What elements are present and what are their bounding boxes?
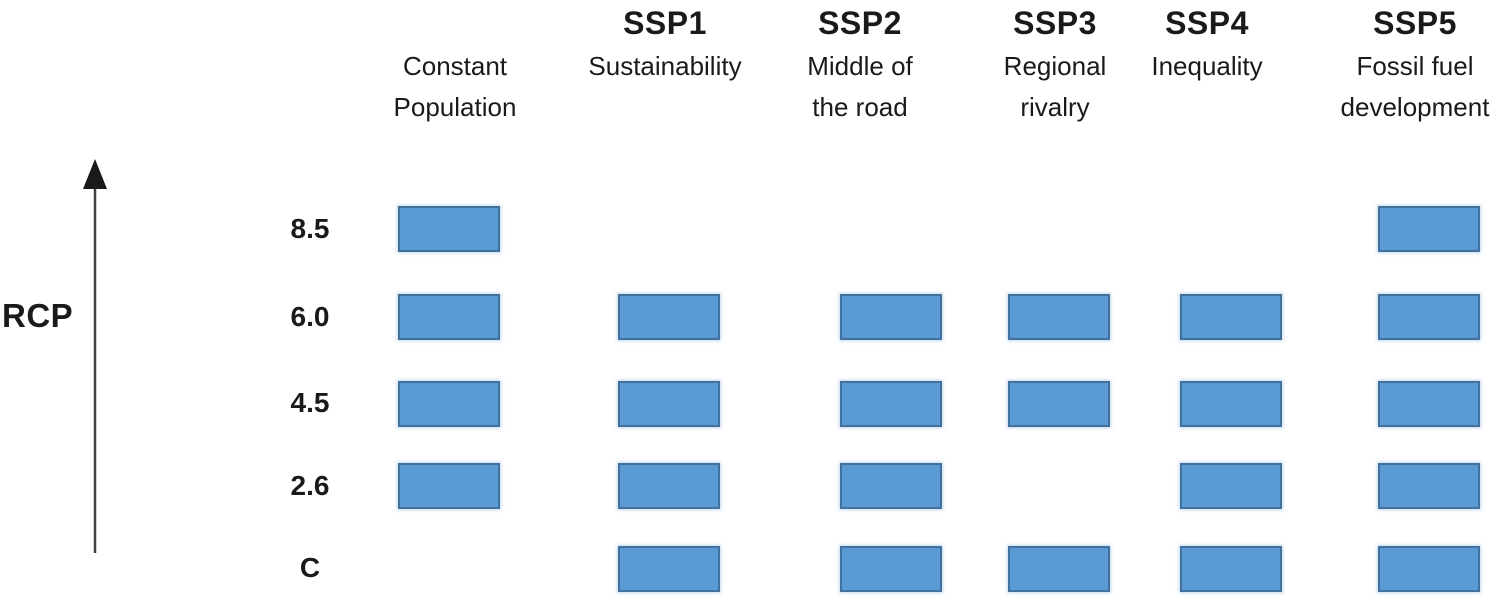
cell-ssp3-rcp-c: [1008, 546, 1110, 592]
column-subtitle-ssp3-line1: Regional: [1003, 51, 1107, 81]
rcp-axis-label: RCP: [2, 297, 74, 334]
rcp-level-label-c: C: [299, 552, 321, 583]
column-subtitle-ssp2-line2: the road: [812, 92, 908, 122]
cell-ssp2-rcp-6-0: [840, 294, 942, 340]
column-subtitle-constant-population-line2: Population: [393, 92, 517, 122]
rcp-up-arrow-icon: [83, 159, 107, 553]
column-subtitle-ssp5-line2: development: [1340, 92, 1490, 122]
cell-ssp4-rcp-c: [1180, 546, 1282, 592]
rcp-level-label-2-6: 2.6: [290, 470, 330, 501]
column-title-ssp1: SSP1: [623, 5, 707, 41]
cell-ssp5-rcp-6-0: [1378, 294, 1480, 340]
cell-ssp1-rcp-6-0: [618, 294, 720, 340]
cell-ssp1-rcp-2-6: [618, 463, 720, 509]
cell-ssp4-rcp-6-0: [1180, 294, 1282, 340]
cell-ssp5-rcp-4-5: [1378, 381, 1480, 427]
cell-ssp3-rcp-4-5: [1008, 381, 1110, 427]
cell-ssp5-rcp-8-5: [1378, 206, 1480, 252]
cell-ssp5-rcp-2-6: [1378, 463, 1480, 509]
cell-constant-population-rcp-4-5: [398, 381, 500, 427]
cell-ssp2-rcp-c: [840, 546, 942, 592]
column-subtitle-constant-population-line1: Constant: [402, 51, 508, 81]
rcp-level-label-6-0: 6.0: [290, 301, 330, 332]
cell-ssp5-rcp-c: [1378, 546, 1480, 592]
cell-constant-population-rcp-2-6: [398, 463, 500, 509]
rcp-level-label-4-5: 4.5: [290, 387, 330, 418]
cell-ssp4-rcp-4-5: [1180, 381, 1282, 427]
rcp-level-label-8-5: 8.5: [290, 213, 330, 244]
column-subtitle-ssp4-line1: Inequality: [1151, 51, 1263, 81]
cell-ssp4-rcp-2-6: [1180, 463, 1282, 509]
column-subtitle-ssp5-line1: Fossil fuel: [1356, 51, 1474, 81]
column-title-ssp4: SSP4: [1165, 5, 1249, 41]
column-subtitle-ssp2-line1: Middle of: [807, 51, 913, 81]
cell-constant-population-rcp-8-5: [398, 206, 500, 252]
column-subtitle-ssp3-line2: rivalry: [1020, 92, 1090, 122]
cell-ssp2-rcp-4-5: [840, 381, 942, 427]
cell-constant-population-rcp-6-0: [398, 294, 500, 340]
column-subtitle-ssp1-line1: Sustainability: [588, 51, 742, 81]
cell-ssp1-rcp-c: [618, 546, 720, 592]
cell-ssp2-rcp-2-6: [840, 463, 942, 509]
column-title-ssp5: SSP5: [1373, 5, 1457, 41]
column-title-ssp2: SSP2: [818, 5, 902, 41]
cell-ssp1-rcp-4-5: [618, 381, 720, 427]
column-title-ssp3: SSP3: [1013, 5, 1097, 41]
cell-ssp3-rcp-6-0: [1008, 294, 1110, 340]
